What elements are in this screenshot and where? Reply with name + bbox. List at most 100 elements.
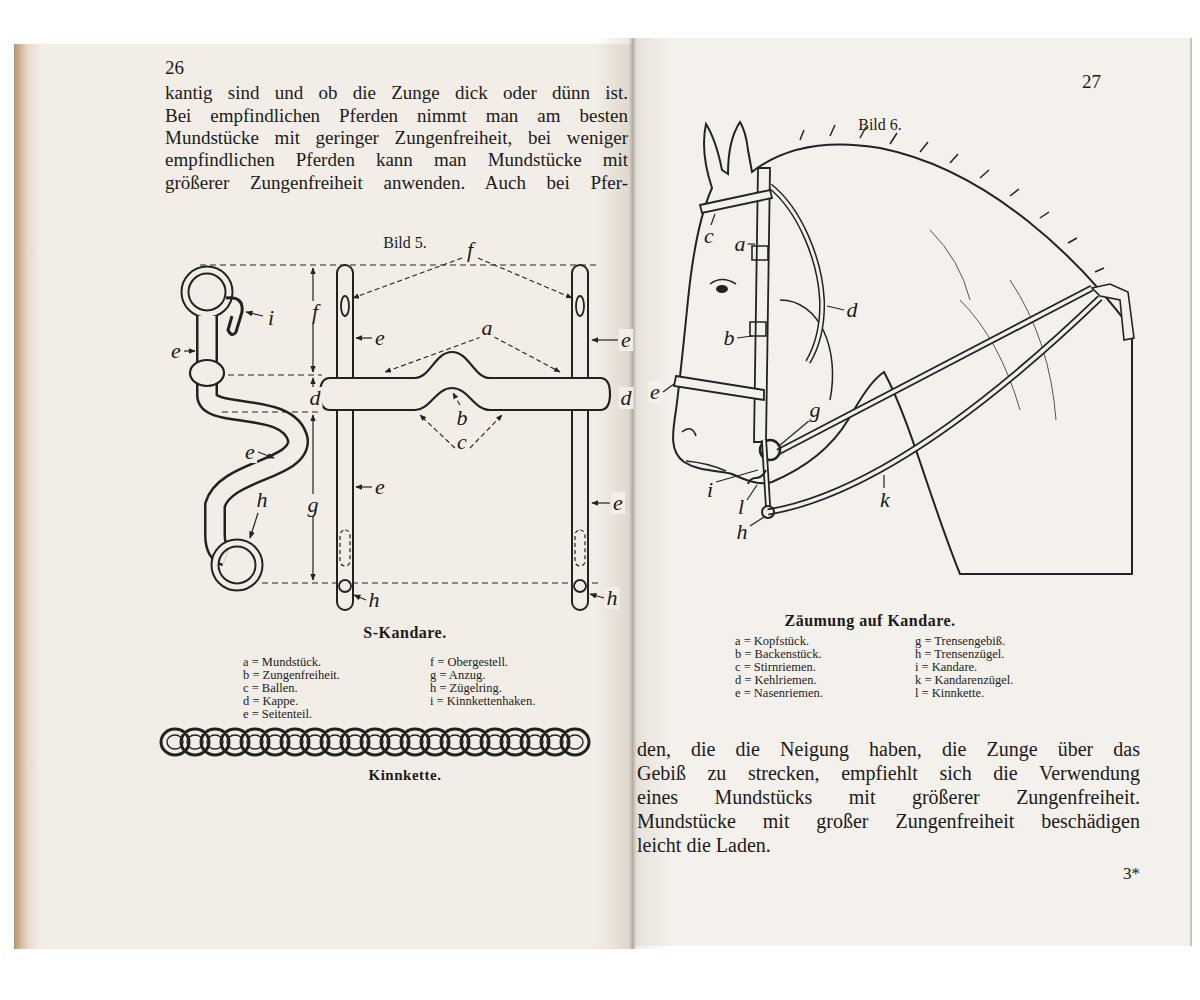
legend-entry: a = Mundstück. — [243, 655, 321, 670]
legend-entry: e = Seitenteil. — [243, 707, 312, 722]
legend-entry: g = Trensengebiß. — [915, 634, 1005, 649]
leader-line — [470, 415, 502, 448]
body-text: Mundstücke mit geringer Zungenfreiheit, … — [165, 127, 628, 150]
rein-ring — [574, 580, 586, 592]
leader-line — [246, 312, 263, 316]
body-text: Gebiß zu strecken, empfiehlt sich die Ve… — [637, 761, 1140, 785]
callout-letter: a — [480, 317, 495, 339]
nostril — [682, 429, 696, 436]
callout-letter: l — [736, 496, 746, 518]
legend-entry: k = Kandarenzügel. — [915, 673, 1013, 688]
legend-entry: i = Kandare. — [915, 660, 977, 675]
leader-line — [592, 339, 618, 340]
hidden-ring — [340, 530, 350, 566]
body-text: leicht die Laden. — [637, 833, 1140, 857]
callout-letter: e — [648, 381, 662, 403]
leader-line — [750, 517, 764, 526]
legend-entry: c = Stirnriemen. — [735, 660, 816, 675]
page-edge — [14, 44, 40, 949]
hidden-ring — [575, 530, 585, 566]
side-bar — [572, 265, 588, 610]
leader-line — [258, 452, 274, 458]
leader-line — [883, 475, 884, 488]
guide-line — [228, 374, 322, 375]
page-edge-line — [1190, 38, 1192, 946]
cheek-strap — [754, 168, 770, 442]
legend-entry: h = Trensenzügel. — [915, 647, 1004, 662]
leader-line — [737, 336, 752, 338]
horse-leaders — [663, 214, 884, 526]
body-text: Bei empfindlichen Pferden nimmt man am b… — [165, 105, 628, 128]
leader-line — [590, 594, 604, 598]
callout-letter: i — [705, 479, 715, 501]
callout-letter: h — [255, 489, 270, 511]
ball — [190, 360, 224, 386]
arrow-leaders — [184, 312, 618, 600]
body-text: größerer Zungenfreiheit anwenden. Auch b… — [165, 172, 628, 195]
leader-line — [356, 486, 372, 487]
leader-line — [711, 214, 715, 225]
dimension-guides — [200, 265, 600, 583]
throatlatch-inner — [770, 186, 822, 362]
callout-letter: g — [306, 494, 321, 516]
body-text: empfindlichen Pferden kann man Mundstück… — [165, 149, 628, 172]
leader-line — [663, 384, 674, 392]
legend-entry: f = Obergestell. — [430, 655, 508, 670]
callout-letter: c — [702, 225, 716, 247]
page-number: 3* — [1123, 864, 1140, 884]
mane — [800, 125, 1104, 272]
side-bar — [337, 265, 353, 610]
callout-letter: e — [373, 476, 387, 498]
ring-inner — [185, 270, 229, 314]
browband — [700, 190, 772, 213]
curb-chain-inner — [167, 735, 583, 749]
head-outline — [673, 122, 1132, 574]
left-page — [14, 44, 634, 949]
legend-entry: h = Zügelring. — [430, 681, 502, 696]
s-kandare-front — [320, 265, 610, 610]
leader-line — [478, 258, 572, 298]
callout-letter: e — [243, 441, 257, 463]
figure-title: Bild 6. — [858, 115, 902, 134]
legend-entry: l = Kinnkette. — [915, 686, 984, 701]
rein-ring — [339, 580, 351, 592]
legend-entry: a = Kopfstück. — [735, 634, 809, 649]
figure-title: Bild 5. — [383, 233, 427, 252]
snaffle-rein-inner — [778, 288, 1092, 452]
eye — [716, 285, 728, 293]
throatlatch — [770, 186, 822, 362]
bar-eye — [576, 296, 584, 316]
ring-outline — [185, 270, 229, 314]
ring-inner — [215, 543, 259, 587]
curb-chain — [161, 729, 589, 755]
leader-line — [250, 513, 258, 538]
leader-line — [747, 243, 755, 244]
curb-rein-inner — [768, 298, 1100, 512]
noseband — [674, 376, 764, 400]
legend-entry: c = Ballen. — [243, 681, 298, 696]
page-number: 27 — [1082, 71, 1101, 94]
shank-outline — [207, 316, 298, 556]
callout-letter: e — [619, 329, 633, 351]
leader-line — [592, 502, 610, 503]
callout-letter: d — [619, 387, 634, 409]
callout-letter: f — [310, 301, 320, 323]
callout-letter: f — [465, 239, 475, 261]
callout-letter: d — [845, 299, 860, 321]
buckle — [750, 246, 768, 336]
mouthpiece — [320, 352, 610, 410]
bridle — [674, 168, 1134, 518]
callout-letter: e — [611, 492, 625, 514]
figure-caption: Zäumung auf Kandare. — [784, 611, 955, 630]
legend-entry: g = Anzug. — [430, 668, 485, 683]
leader-line — [420, 415, 455, 448]
eye-lid — [710, 280, 736, 285]
bar-eye — [341, 296, 349, 316]
legend-entry: d = Kehlriemen. — [735, 673, 817, 688]
leader-line — [356, 337, 372, 338]
mouth — [686, 461, 726, 471]
legend-entry: b = Backenstück. — [735, 647, 822, 662]
body-text: Mundstücke mit großer Zungenfreiheit bes… — [637, 809, 1140, 833]
figure-caption: Kinnkette. — [369, 766, 442, 784]
